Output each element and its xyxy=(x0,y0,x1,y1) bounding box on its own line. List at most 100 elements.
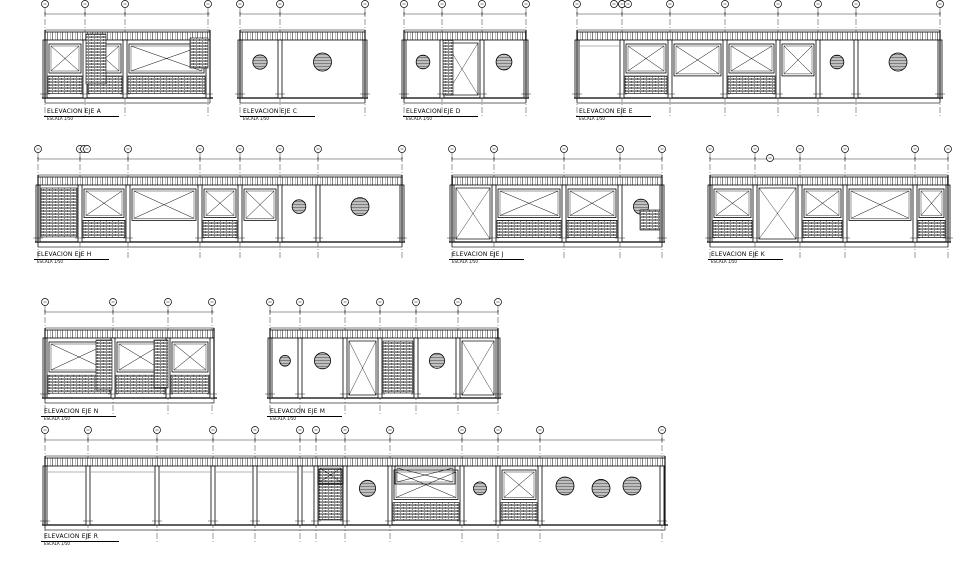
column xyxy=(342,465,348,526)
window-opening xyxy=(171,341,209,373)
foundation-band xyxy=(576,97,941,104)
column xyxy=(315,184,321,243)
foundation-band xyxy=(44,524,666,531)
window-opening xyxy=(394,465,456,485)
column xyxy=(209,337,215,399)
column xyxy=(537,465,543,526)
circular-vent xyxy=(495,53,513,71)
column xyxy=(313,465,319,526)
circular-vent xyxy=(313,352,331,370)
elevation-title-e: ELEVACION EJE E xyxy=(579,108,633,115)
circular-vent xyxy=(415,54,431,70)
column xyxy=(377,337,383,399)
roof-beam xyxy=(709,176,949,186)
circular-vent xyxy=(591,479,611,498)
elevation-scale-j: ESCALA 1/50 xyxy=(452,259,478,264)
circular-vent xyxy=(279,354,291,367)
elevation-title-d: ELEVACION EJE D xyxy=(406,108,461,115)
column xyxy=(815,39,821,99)
brick-infill xyxy=(40,187,78,238)
foundation-band xyxy=(37,241,403,248)
elevation-scale-r: ESCALA 1/50 xyxy=(44,541,70,546)
column xyxy=(122,39,128,99)
brick-infill xyxy=(392,502,460,521)
column xyxy=(495,465,501,526)
column xyxy=(752,184,758,243)
roof-beam xyxy=(239,31,366,41)
elevation-title-r: ELEVACION EJE R xyxy=(44,533,99,540)
window-opening xyxy=(673,43,722,77)
door-opening xyxy=(461,340,495,396)
window-opening xyxy=(131,188,197,221)
roof-beam xyxy=(44,31,211,41)
window-opening xyxy=(83,188,125,218)
window-opening xyxy=(625,43,667,74)
brick-infill xyxy=(496,220,562,238)
column xyxy=(85,465,91,526)
column xyxy=(619,39,625,99)
window-opening xyxy=(803,188,842,218)
brick-infill xyxy=(442,39,454,96)
window-opening xyxy=(567,188,617,218)
elevation-scale-n: ESCALA 1/50 xyxy=(44,416,70,421)
brick-infill xyxy=(170,374,210,394)
elevation-title-k: ELEVACION EJE K xyxy=(711,251,765,258)
column xyxy=(297,465,303,526)
column xyxy=(277,39,283,99)
brick-infill xyxy=(85,33,107,85)
column xyxy=(77,184,83,243)
column xyxy=(413,337,419,399)
column xyxy=(617,184,623,243)
window-opening xyxy=(501,469,537,500)
window-opening xyxy=(781,43,815,77)
brick-infill xyxy=(500,502,538,521)
column xyxy=(237,184,243,243)
elevation-title-h: ELEVACION EJE H xyxy=(37,251,92,258)
circular-vent xyxy=(358,479,376,497)
door-opening xyxy=(455,187,491,240)
elevation-scale-d: ESCALA 1/50 xyxy=(406,116,432,121)
foundation-band xyxy=(451,241,663,248)
brick-infill xyxy=(318,468,343,521)
foundation-band xyxy=(403,97,527,104)
elevation-title-n: ELEVACION EJE N xyxy=(44,408,99,415)
foundation-band xyxy=(44,397,215,404)
column xyxy=(659,465,665,526)
roof-beam xyxy=(269,329,499,339)
window-opening xyxy=(243,188,277,221)
circular-vent xyxy=(429,352,445,369)
circular-vent xyxy=(473,481,487,496)
circular-vent xyxy=(888,52,908,72)
column xyxy=(912,184,918,243)
circular-vent xyxy=(252,54,268,70)
brick-infill xyxy=(624,75,668,94)
column xyxy=(722,39,728,99)
column xyxy=(775,39,781,99)
window-opening xyxy=(728,43,775,74)
foundation-band xyxy=(269,397,499,404)
circular-vent xyxy=(622,476,642,496)
brick-infill xyxy=(566,220,618,238)
column xyxy=(853,39,859,99)
circular-vent xyxy=(829,54,845,70)
elevation-scale-h: ESCALA 1/50 xyxy=(37,259,63,264)
window-opening xyxy=(497,188,561,218)
window-opening xyxy=(203,188,237,218)
foundation-band xyxy=(44,97,211,104)
elevation-title-j: ELEVACION EJE J xyxy=(452,251,504,258)
elevation-scale-m: ESCALA 1/50 xyxy=(270,416,296,421)
elevation-scale-c: ESCALA 1/50 xyxy=(243,116,269,121)
circular-vent xyxy=(313,52,332,72)
column xyxy=(387,465,393,526)
column xyxy=(797,184,803,243)
window-opening xyxy=(848,188,912,221)
circular-vent xyxy=(555,476,575,496)
window-opening xyxy=(918,188,945,218)
brick-infill xyxy=(153,339,169,389)
elevation-title-a: ELEVACION EJE A xyxy=(47,108,102,115)
brick-infill xyxy=(727,75,776,94)
elevation-title-m: ELEVACION EJE M xyxy=(270,408,326,415)
column xyxy=(459,465,465,526)
